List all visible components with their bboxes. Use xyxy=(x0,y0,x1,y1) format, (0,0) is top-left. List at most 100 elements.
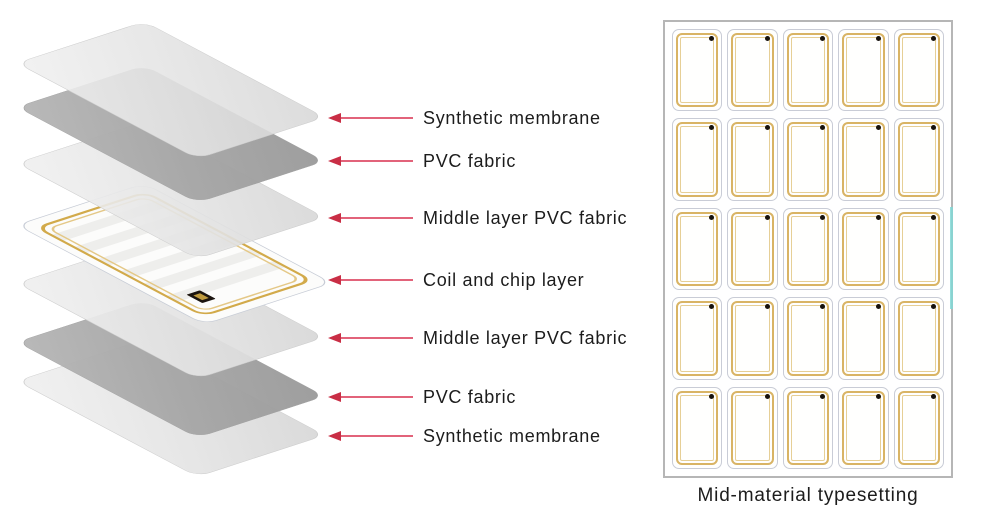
chip-dot-icon xyxy=(931,36,936,41)
layer-label: Synthetic membrane xyxy=(423,107,601,128)
card-coil-ring xyxy=(786,211,830,287)
card-cell xyxy=(782,118,834,201)
chip-dot-icon xyxy=(931,304,936,310)
chip-dot-icon xyxy=(875,36,881,41)
chip-dot-icon xyxy=(931,125,936,131)
card-coil-ring xyxy=(676,301,719,376)
arrowhead-left-icon xyxy=(328,113,341,123)
card-coil-ring xyxy=(897,122,940,197)
card-grid xyxy=(672,29,944,469)
card-cell xyxy=(838,207,889,291)
card-cell xyxy=(893,29,944,112)
card-cell xyxy=(893,207,944,291)
arrowhead-left-icon xyxy=(328,392,341,402)
card-cell xyxy=(838,386,889,469)
leader-line xyxy=(341,217,413,219)
chip-dot-icon xyxy=(820,214,826,220)
layer-label: Middle layer PVC fabric xyxy=(423,327,628,348)
card-cell xyxy=(838,297,889,380)
leader-line xyxy=(341,160,413,162)
leader-line xyxy=(341,279,413,281)
chip-dot-icon xyxy=(709,36,715,41)
card-cell xyxy=(672,29,723,112)
chip-dot-icon xyxy=(709,393,715,399)
card-cell xyxy=(893,118,944,201)
card-coil-ring xyxy=(842,33,885,108)
card-cell xyxy=(672,297,723,380)
card-coil-ring xyxy=(676,390,719,465)
chip-dot-icon xyxy=(764,304,770,310)
card-cell xyxy=(727,386,778,469)
card-coil-ring xyxy=(731,390,774,465)
callout-middle-pvc-top: Middle layer PVC fabric xyxy=(328,206,627,230)
card-coil-ring xyxy=(897,33,940,108)
callout-pvc-fabric-bottom: PVC fabric xyxy=(328,385,516,409)
card-coil-ring xyxy=(676,211,719,287)
chip-dot-icon xyxy=(820,304,826,310)
arrowhead-left-icon xyxy=(328,213,341,223)
card-coil-ring xyxy=(731,122,774,197)
scan-artifact-line xyxy=(950,207,953,309)
card-cell xyxy=(672,118,723,201)
card-coil-ring xyxy=(842,390,885,465)
card-coil-ring xyxy=(676,33,719,108)
chip-dot-icon xyxy=(875,214,881,220)
card-cell xyxy=(893,386,944,469)
card-coil-ring xyxy=(897,390,940,465)
card-coil-ring xyxy=(842,122,885,197)
card-cell xyxy=(782,386,834,469)
typesetting-panel xyxy=(663,20,953,478)
card-cell xyxy=(727,118,778,201)
leader-line xyxy=(341,337,413,339)
chip-dot-icon xyxy=(764,393,770,399)
card-coil-ring xyxy=(786,301,830,376)
chip-dot-icon xyxy=(931,393,936,399)
card-coil-ring xyxy=(786,122,830,197)
card-cell xyxy=(782,297,834,380)
card-cell xyxy=(727,297,778,380)
card-coil-ring xyxy=(786,390,830,465)
card-coil-ring xyxy=(842,301,885,376)
card-cell xyxy=(672,386,723,469)
chip-dot-icon xyxy=(820,125,826,131)
chip-dot-icon xyxy=(709,304,715,310)
leader-line xyxy=(341,435,413,437)
card-cell xyxy=(782,207,834,291)
chip-dot-icon xyxy=(931,214,936,220)
card-cell xyxy=(838,118,889,201)
arrowhead-left-icon xyxy=(328,275,341,285)
card-coil-ring xyxy=(676,122,719,197)
card-coil-ring xyxy=(786,33,830,108)
layer-callouts: Synthetic membrane PVC fabric Middle lay… xyxy=(328,106,627,448)
layer-label: Synthetic membrane xyxy=(423,425,601,446)
card-coil-ring xyxy=(842,211,885,287)
callout-middle-pvc-bottom: Middle layer PVC fabric xyxy=(328,326,627,350)
layer-sheet-synthetic-membrane-top xyxy=(23,24,319,157)
layer-label: PVC fabric xyxy=(423,150,517,171)
card-cell xyxy=(727,29,778,112)
layer-label: Coil and chip layer xyxy=(423,269,585,290)
chip-dot-icon xyxy=(820,393,826,399)
callout-pvc-fabric-top: PVC fabric xyxy=(328,149,516,173)
chip-dot-icon xyxy=(764,36,770,41)
callout-synthetic-membrane-top: Synthetic membrane xyxy=(328,106,601,130)
card-coil-ring xyxy=(731,211,774,287)
card-cell xyxy=(893,297,944,380)
card-coil-ring xyxy=(897,211,940,287)
chip-dot-icon xyxy=(709,125,715,131)
chip-dot-icon xyxy=(875,125,881,131)
chip-dot-icon xyxy=(709,214,715,220)
arrowhead-left-icon xyxy=(328,333,341,343)
callout-synthetic-membrane-bottom: Synthetic membrane xyxy=(328,424,601,448)
leader-line xyxy=(341,117,413,119)
chip-dot-icon xyxy=(875,393,881,399)
chip-dot-icon xyxy=(764,125,770,131)
leader-line xyxy=(341,396,413,398)
card-cell xyxy=(727,207,778,291)
chip-dot-icon xyxy=(875,304,881,310)
callout-coil-chip-layer: Coil and chip layer xyxy=(328,268,584,292)
chip-pad xyxy=(193,293,209,301)
card-coil-ring xyxy=(897,301,940,376)
card-cell xyxy=(672,207,723,291)
